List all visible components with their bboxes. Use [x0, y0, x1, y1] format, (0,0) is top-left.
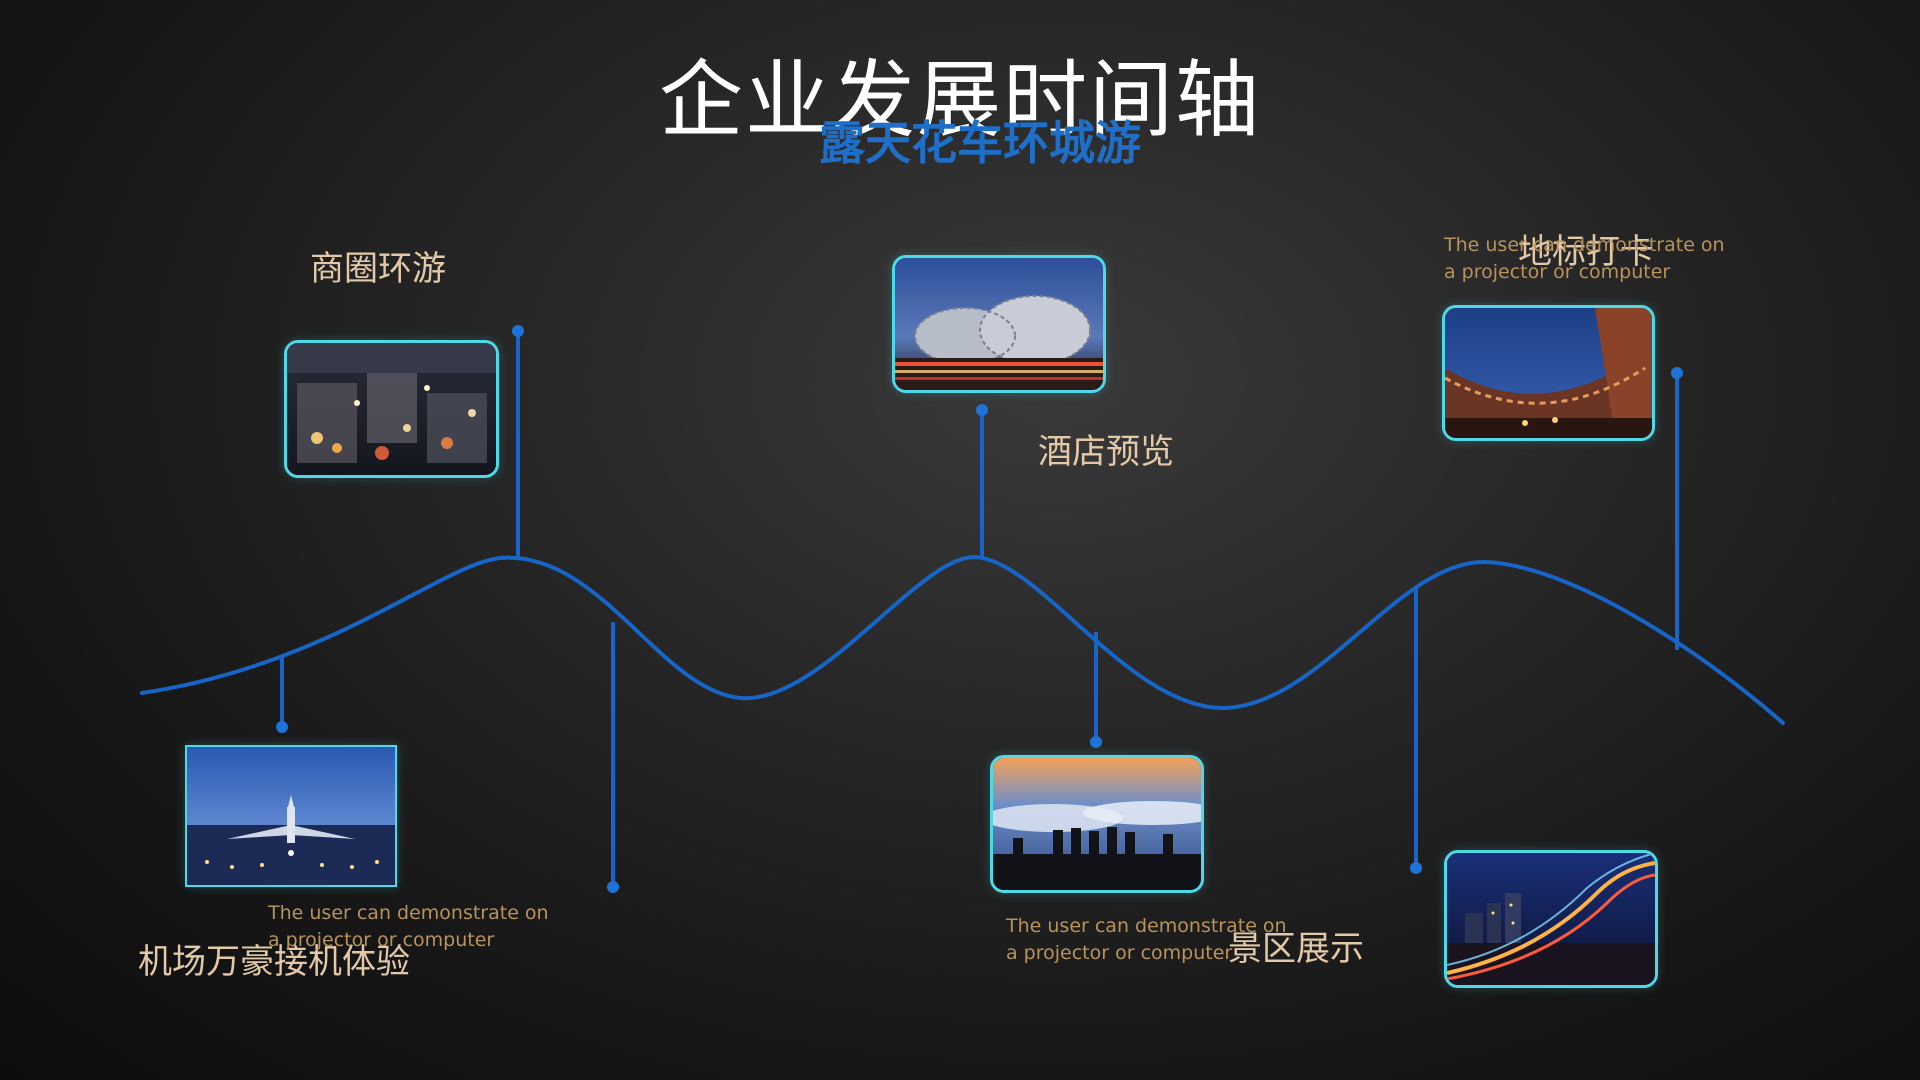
- connector-dot-landmark: [1671, 367, 1683, 379]
- city-traffic-night-image: [287, 343, 496, 475]
- connector-dot-wave-trough-1: [607, 881, 619, 893]
- desc-landmark-line-2: a projector or computer: [1444, 261, 1671, 283]
- label-shangquan: 商圈环游: [310, 249, 446, 289]
- city-traffic-night-photo: [284, 340, 499, 478]
- connector-dot-scenic: [1090, 736, 1102, 748]
- desc-scenic-line-2: a projector or computer: [1006, 942, 1233, 964]
- city-light-trails-image: [1447, 853, 1655, 985]
- arched-courtyard-image: [1445, 308, 1652, 438]
- timeline-wave: [140, 554, 1785, 725]
- desc-scenic-line-1: The user can demonstrate on: [1006, 915, 1287, 937]
- desc-landmark-line-1: The user can demonstrate on: [1444, 234, 1725, 256]
- desc-airport: The user can demonstrate on a projector …: [268, 900, 549, 954]
- connector-dot-hotel: [976, 404, 988, 416]
- people-sea-of-clouds-photo: [990, 755, 1204, 893]
- connector-dot-shangquan: [512, 325, 524, 337]
- label-landmark: 地标打卡: [1518, 232, 1654, 272]
- arched-courtyard-photo: [1442, 305, 1655, 441]
- connector-dot-city-lights: [1410, 862, 1422, 874]
- airport-airplane-night-image: [187, 747, 395, 885]
- desc-airport-line-2: a projector or computer: [268, 929, 495, 951]
- airport-airplane-night-photo: [185, 745, 397, 887]
- label-airport: 机场万豪接机体验: [138, 942, 410, 982]
- curved-building-night-image: [895, 258, 1103, 390]
- curved-building-night-photo: [892, 255, 1106, 393]
- label-hotel: 酒店预览: [1038, 432, 1174, 472]
- desc-landmark: The user can demonstrate on a projector …: [1444, 232, 1725, 286]
- desc-airport-line-1: The user can demonstrate on: [268, 902, 549, 924]
- slide-subtitle: 露天花车环城游: [819, 116, 1141, 170]
- people-sea-of-clouds-image: [993, 758, 1201, 890]
- city-light-trails-photo: [1444, 850, 1658, 988]
- slide-title: 企业发展时间轴: [658, 51, 1261, 149]
- desc-scenic: The user can demonstrate on a projector …: [1006, 913, 1287, 967]
- label-scenic: 景区展示: [1228, 929, 1364, 969]
- connector-dot-airport: [276, 721, 288, 733]
